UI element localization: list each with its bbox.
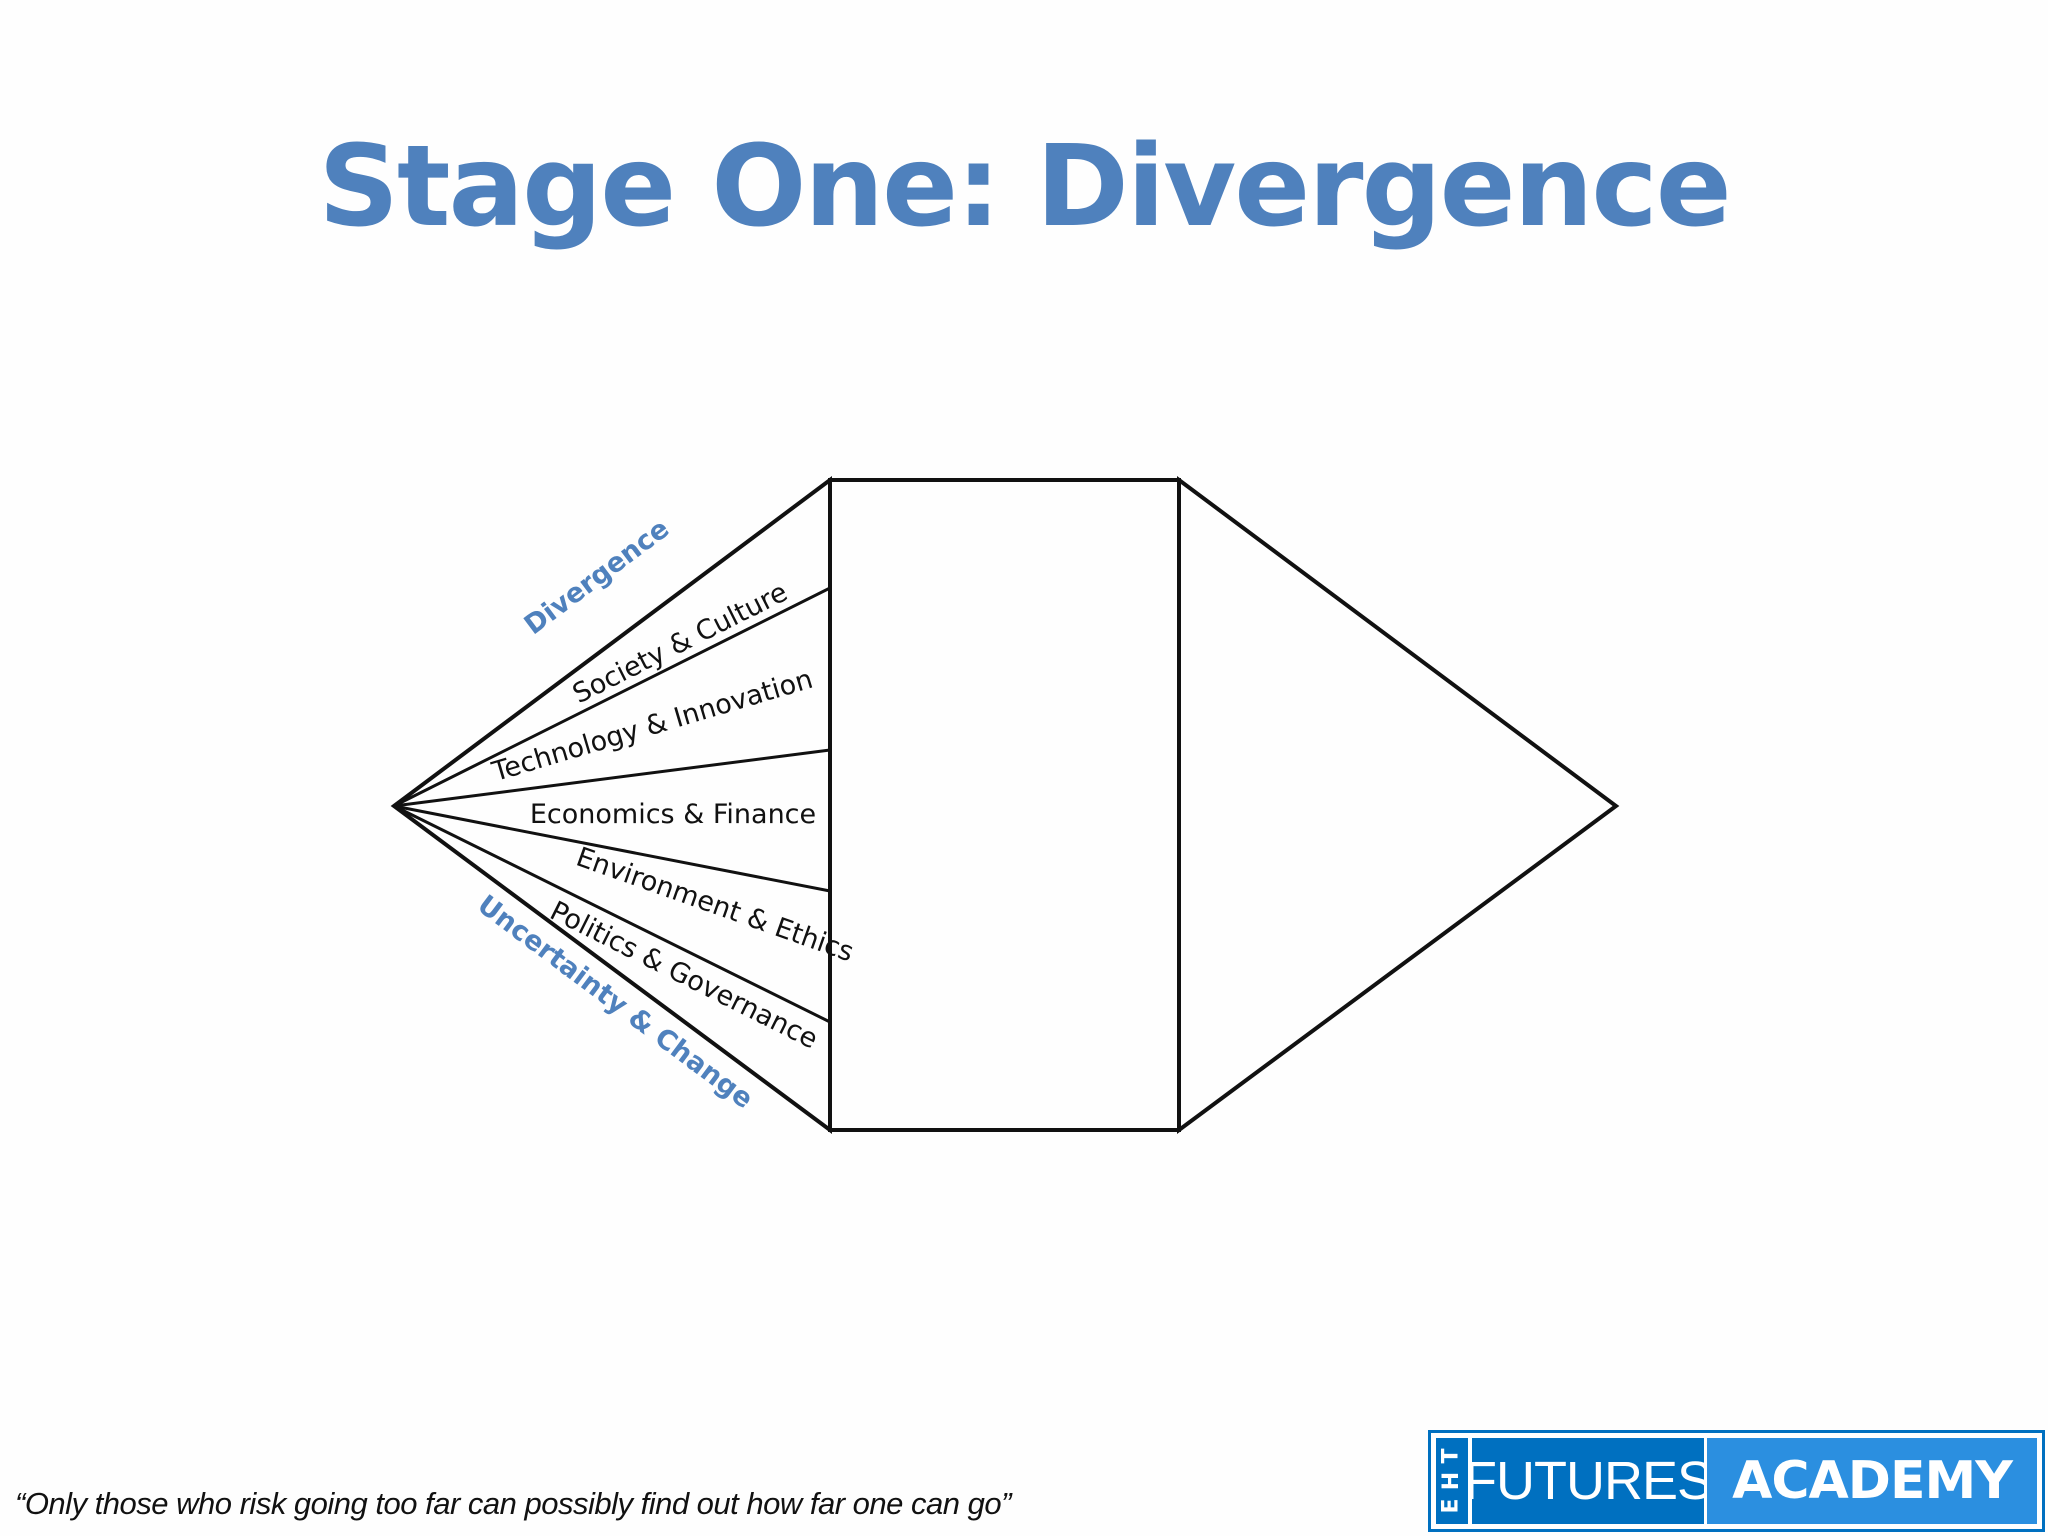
page-title: Stage One: Divergence: [318, 122, 1731, 252]
logo-the-letter: T: [1438, 1448, 1464, 1464]
logo-academy-word: ACADEMY: [1707, 1438, 2037, 1524]
fan-line-2: [393, 748, 831, 808]
logo-the-block: T H E: [1436, 1438, 1468, 1524]
futures-academy-logo: T H E FUTURES ACADEMY: [1428, 1430, 2045, 1532]
logo-the-letter: H: [1438, 1471, 1464, 1491]
upper-edge-label: Divergence: [519, 513, 675, 641]
fan-line-1: [393, 586, 831, 808]
segment-label-technology: Technology & Innovation: [488, 664, 816, 788]
fan-line-3: [393, 804, 831, 893]
logo-the-letter: E: [1439, 1498, 1464, 1514]
convergence-wedge: [1177, 476, 1620, 1134]
segment-label-economics: Economics & Finance: [530, 799, 816, 830]
center-box: [828, 478, 1181, 1132]
logo-futures-word: FUTURES: [1464, 1438, 1713, 1524]
footer-quote: “Only those who risk going too far can p…: [15, 1486, 1011, 1521]
fan-line-4: [393, 804, 831, 1024]
